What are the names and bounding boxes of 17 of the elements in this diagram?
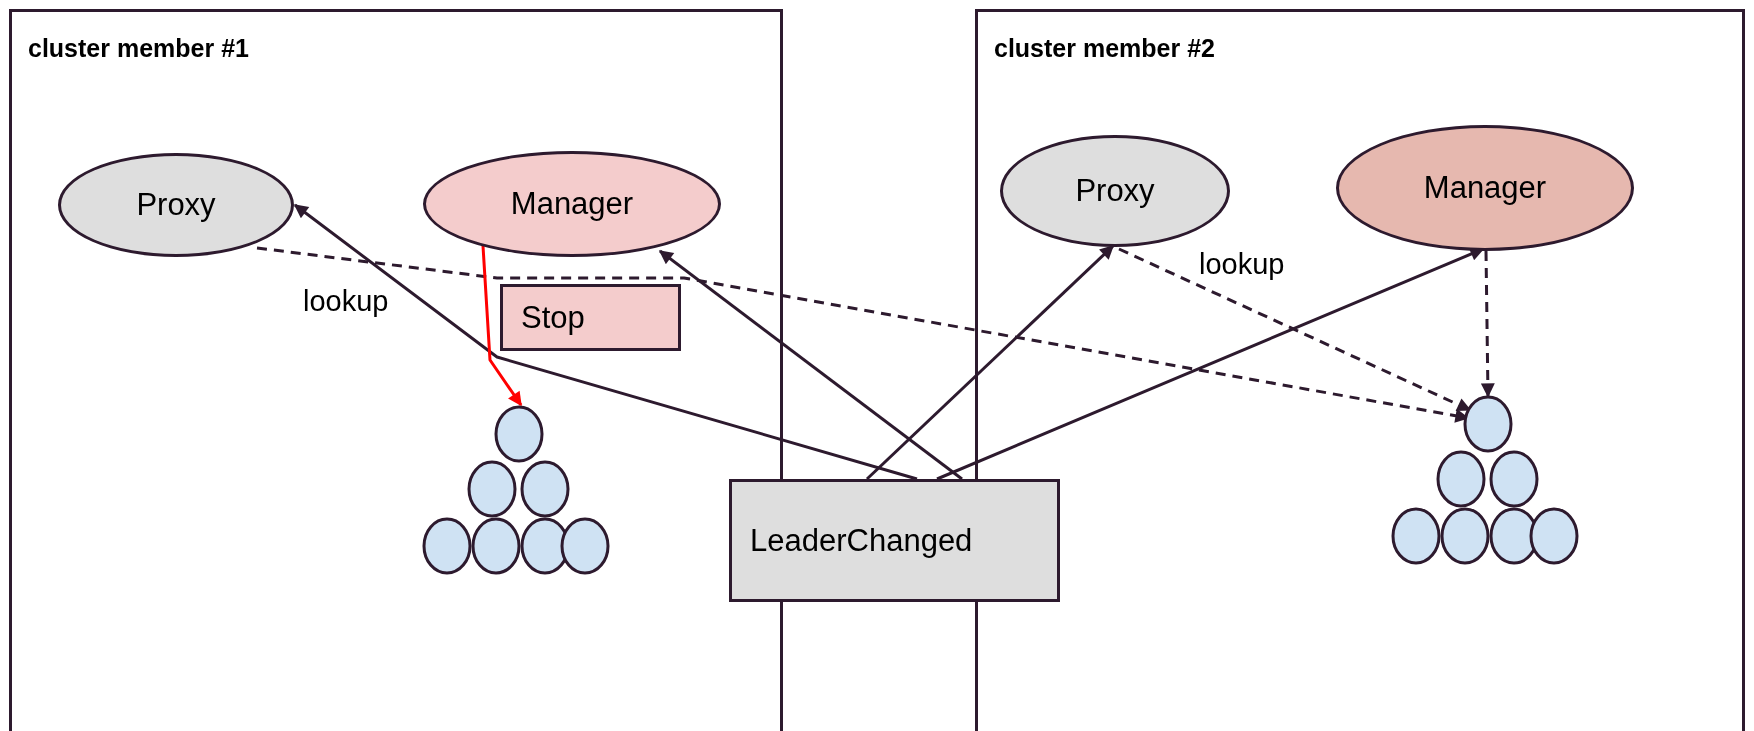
arrow — [481, 245, 523, 407]
arrow — [865, 244, 1115, 481]
dashed-arrow — [1480, 250, 1495, 398]
node-label: LeaderChanged — [750, 522, 973, 559]
node-label: Proxy — [136, 187, 216, 223]
process-box — [500, 284, 681, 351]
arrow — [293, 203, 918, 481]
node-pool-drawing — [1391, 395, 1581, 565]
process-box — [729, 479, 1060, 602]
cluster-title: cluster member #1 — [28, 34, 249, 63]
cluster-title: cluster member #2 — [994, 34, 1215, 63]
arrow — [658, 249, 963, 481]
node-label: Stop — [521, 299, 585, 336]
node-label: Manager — [510, 186, 634, 222]
node-label: Proxy — [1075, 173, 1155, 209]
node-label: Manager — [1423, 170, 1547, 206]
node-pool-drawing — [422, 405, 612, 575]
